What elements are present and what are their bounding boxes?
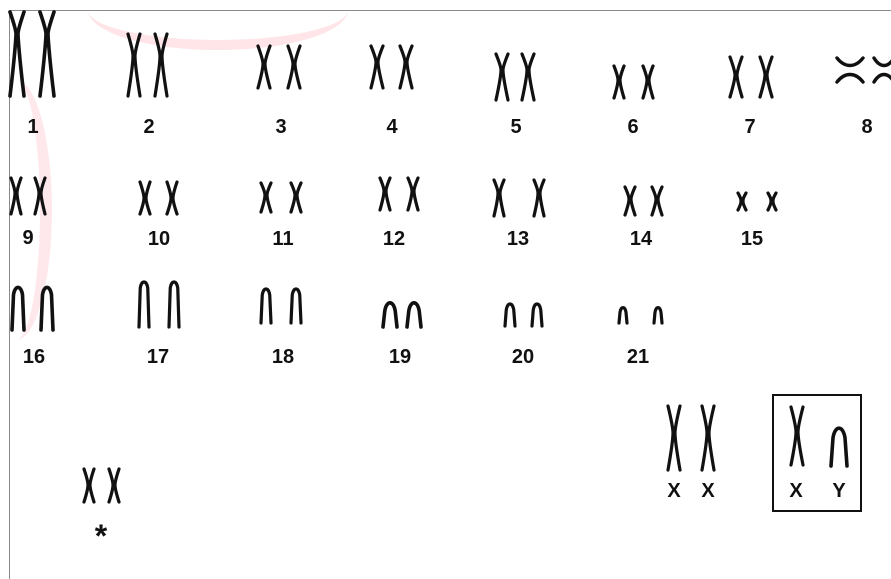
chromosome-8b xyxy=(874,58,891,82)
chromosome-13a xyxy=(494,180,504,216)
sex-chromosome-label-y-boxed: Y xyxy=(832,481,845,501)
chromosome-label-21: 21 xyxy=(627,347,649,367)
chromosome-17b xyxy=(169,282,179,327)
chromosome-16a xyxy=(12,287,24,330)
chromosome-1a xyxy=(10,12,24,96)
chromosome-18b xyxy=(291,289,301,323)
chromosome-7b xyxy=(760,57,772,97)
extra-chromosome-b xyxy=(109,469,119,502)
chromosome-21a xyxy=(619,308,627,323)
chromosome-9a xyxy=(11,178,21,214)
sex-chromosome-label-x2: X xyxy=(701,481,714,501)
chromosome-14a xyxy=(625,187,635,215)
male-sex-pair-box xyxy=(772,394,862,512)
chromosome-label-13: 13 xyxy=(507,229,529,249)
chromosome-label-11: 11 xyxy=(272,229,293,249)
chromosome-6b xyxy=(643,66,653,98)
chromosome-15b xyxy=(768,193,776,210)
chromosome-5a xyxy=(496,54,508,100)
sex-chromosome-label-x1: X xyxy=(667,481,680,501)
chromosome-8a xyxy=(837,58,863,82)
chromosome-20a xyxy=(505,304,515,326)
chromosome-label-6: 6 xyxy=(627,117,638,137)
extra-chromosome-asterisk: * xyxy=(95,520,107,552)
chromosome-10a xyxy=(140,182,150,214)
chromosome-15a xyxy=(738,193,746,210)
chromosome-label-12: 12 xyxy=(383,229,405,249)
chromosome-2b xyxy=(155,34,167,96)
sex-chromosome-label-x-boxed: X xyxy=(789,481,802,501)
chromosome-19b xyxy=(407,303,421,327)
chromosome-label-5: 5 xyxy=(510,117,521,137)
chromosome-3b xyxy=(288,46,300,88)
chromosome-label-9: 9 xyxy=(22,228,33,248)
chromosome-label-1: 1 xyxy=(27,117,38,137)
chromosome-label-7: 7 xyxy=(744,117,755,137)
chromosome-label-14: 14 xyxy=(630,229,652,249)
chromosome-11b xyxy=(291,183,301,212)
chromosome-10b xyxy=(167,182,177,214)
chromosome-17a xyxy=(139,282,149,327)
chromosome-label-3: 3 xyxy=(275,117,286,137)
chromosome-20b xyxy=(532,304,542,326)
chromosome-label-15: 15 xyxy=(741,229,763,249)
chromosome-11a xyxy=(261,183,271,212)
chromosome-2a xyxy=(128,34,140,96)
chromosome-4b xyxy=(400,46,412,88)
chromosome-label-10: 10 xyxy=(148,229,170,249)
chromosome-12a xyxy=(380,178,390,210)
chromosome-14b xyxy=(652,187,662,215)
chromosome-4a xyxy=(371,46,383,88)
chromosome-label-16: 16 xyxy=(23,347,45,367)
chromosome-19a xyxy=(383,303,397,327)
chromosome-5b xyxy=(522,54,534,100)
chromosome-18a xyxy=(261,289,271,323)
chromosome-x1 xyxy=(668,406,680,470)
chromosome-x2 xyxy=(702,406,714,470)
chromosome-21b xyxy=(654,308,662,323)
chromosome-label-17: 17 xyxy=(147,347,169,367)
chromosome-label-2: 2 xyxy=(143,117,154,137)
chromosome-9b xyxy=(35,178,45,214)
chromosome-7a xyxy=(730,57,742,97)
chromosome-3a xyxy=(258,46,270,88)
chromosome-label-18: 18 xyxy=(272,347,294,367)
chromosome-16b xyxy=(41,287,53,330)
extra-chromosome-a xyxy=(84,469,94,502)
chromosome-label-20: 20 xyxy=(512,347,534,367)
chromosome-6a xyxy=(614,66,624,98)
chromosome-13b xyxy=(534,180,544,216)
chromosome-12b xyxy=(408,178,418,210)
chromosome-1b xyxy=(40,12,54,96)
chromosome-label-8: 8 xyxy=(861,117,872,137)
chromosome-label-19: 19 xyxy=(389,347,411,367)
chromosome-label-4: 4 xyxy=(386,117,397,137)
